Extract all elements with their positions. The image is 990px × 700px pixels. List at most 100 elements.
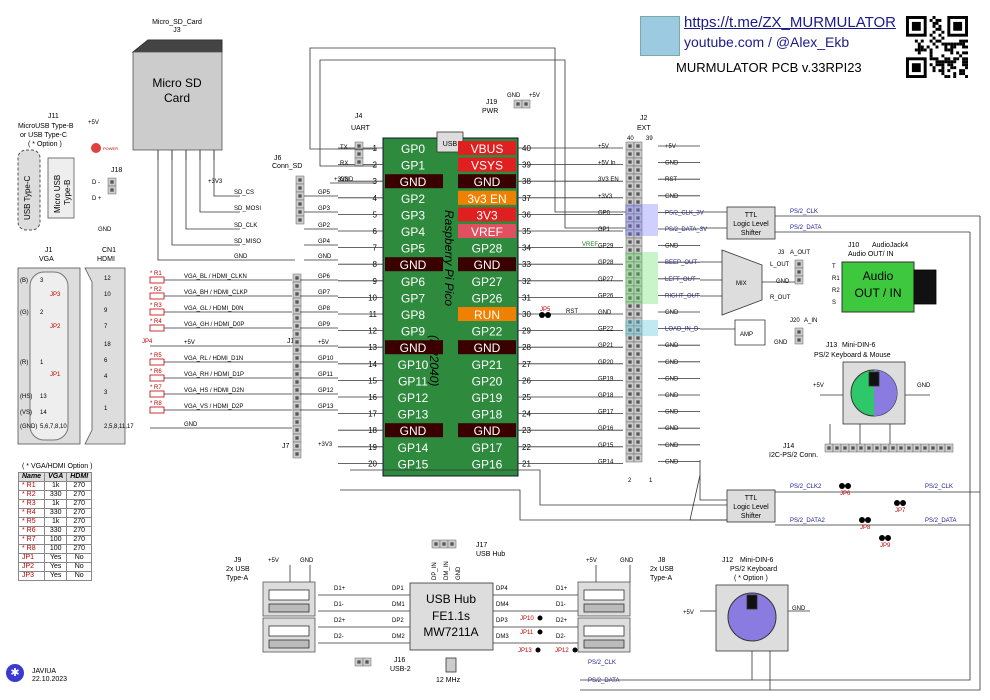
- j15-gp: GP6: [318, 274, 331, 280]
- conn-sd-line: SD_CLK: [234, 223, 257, 229]
- mini-din-icon: [874, 370, 897, 416]
- options-cell: 100: [44, 535, 68, 545]
- usb-a-port-icon: [583, 589, 625, 601]
- pico-pin-left: GP3: [401, 208, 425, 222]
- pico-pin-right: GP19: [472, 391, 503, 405]
- j14-header: [875, 446, 879, 450]
- hdmi-connector: [84, 267, 126, 445]
- sd-body-label: Micro SD: [152, 76, 202, 90]
- signal-label: GND: [184, 422, 198, 428]
- pico-gnd-pad: [385, 174, 443, 189]
- j14-header: [859, 446, 863, 450]
- j2-header: [628, 168, 632, 172]
- jp-pad: [879, 535, 885, 541]
- j2-col-label: 39: [646, 136, 653, 142]
- j11-line: MicroUSB Type-B: [18, 123, 74, 130]
- options-header: VGA: [44, 472, 68, 482]
- conn-sd-gp: GP3: [318, 206, 331, 212]
- j15-header: [295, 420, 299, 424]
- long-wire: [580, 232, 971, 681]
- j14-header: [827, 446, 831, 450]
- ps2-data2-label: PS/2_DATA2: [790, 518, 825, 524]
- jp-label: JP13: [518, 648, 532, 654]
- sd-name: Micro_SD_Card: [152, 19, 202, 26]
- j2-header: [636, 336, 640, 340]
- conn-sd-gp: GND: [318, 254, 332, 260]
- telegram-link[interactable]: https://t.me/ZX_MURMULATOR: [684, 14, 896, 31]
- j2-header: [628, 368, 632, 372]
- j14-header: [835, 446, 839, 450]
- j2-header: [636, 360, 640, 364]
- conn-sd-ref: J6: [274, 155, 282, 162]
- jp4-label: JP4: [142, 339, 153, 345]
- pico-pin-left: GP4: [401, 225, 425, 239]
- uart-header: [357, 160, 361, 164]
- j2-header: [636, 208, 640, 212]
- vga-name: VGA: [39, 256, 54, 263]
- pico-pin-number: 14: [368, 360, 377, 369]
- jp-pad: [535, 647, 541, 653]
- uart-pin-label: RX: [340, 161, 348, 167]
- j2-header: [628, 176, 632, 180]
- sd-card-top: [131, 39, 223, 53]
- pico-pin-number: 29: [522, 327, 531, 336]
- micro-usb-label: Micro USB: [53, 175, 62, 213]
- j15-gp: GP8: [318, 306, 331, 312]
- j8-gnd: GND: [620, 558, 634, 564]
- j2-header: [636, 376, 640, 380]
- audio-body: OUT / IN: [854, 286, 901, 300]
- hdmi-pin: 4: [104, 374, 108, 380]
- conn-sd-gp: GP4: [318, 239, 331, 245]
- pico-pin-number: 27: [522, 360, 531, 369]
- pico-pin-number: 6: [373, 227, 378, 236]
- audio-ref: J10: [848, 242, 859, 249]
- resistor: [149, 390, 165, 398]
- mix-label: MIX: [736, 281, 747, 287]
- j11-line: or USB Type-C: [20, 132, 67, 139]
- j2-right-label: +5V: [665, 144, 676, 150]
- wire: [699, 460, 727, 501]
- hub-header: [442, 542, 446, 546]
- pico-pin-number: 23: [522, 426, 531, 435]
- vga-shell: [29, 271, 69, 441]
- j2-header: [636, 440, 640, 444]
- j9-l2: Type-A: [226, 575, 249, 582]
- author-logo-icon: ✱: [6, 664, 24, 682]
- j2-header: [636, 368, 640, 372]
- long-wire: [319, 59, 626, 229]
- youtube-link[interactable]: youtube.com / @Alex_Ekb: [684, 34, 850, 50]
- j2-header: [628, 208, 632, 212]
- author-name: JAVIUA: [32, 668, 56, 675]
- options-cell: No: [66, 562, 93, 572]
- j2-header: [636, 400, 640, 404]
- ttl-label: TTL: [745, 495, 758, 502]
- ps2-clk-bottom: PS/2_CLK: [588, 660, 616, 666]
- j18-header: [110, 188, 114, 192]
- j8-ref: J8: [658, 557, 666, 564]
- usb-a-port-icon: [268, 639, 310, 649]
- signal-label: +5V: [184, 340, 195, 346]
- j2-header: [636, 264, 640, 268]
- j2-left-label: GP27: [598, 277, 614, 283]
- jp-pad: [865, 517, 871, 523]
- j15-header: [295, 428, 299, 432]
- j2-left-label: +5V: [598, 144, 609, 150]
- pico-pin-number: 20: [368, 459, 377, 468]
- vga-pin: 5,6,7,8,10: [40, 424, 67, 430]
- uart-ref: J4: [355, 113, 363, 120]
- j16-name: USB-2: [390, 666, 411, 673]
- ttl-label: Shifter: [741, 513, 762, 520]
- j2-header: [628, 336, 632, 340]
- j8-pin: D2-: [556, 634, 566, 640]
- j2-left-label: GP20: [598, 360, 614, 366]
- j16-header: [365, 660, 369, 664]
- vga-ref: J1: [45, 247, 53, 254]
- usb-a-port-icon: [268, 625, 310, 637]
- jp-label: JP10: [520, 616, 534, 622]
- j2-header: [628, 384, 632, 388]
- pico-pin-number: 34: [522, 244, 531, 253]
- j2-header: [636, 160, 640, 164]
- hub-left-pin: DM2: [392, 634, 405, 640]
- hub-name: USB Hub: [476, 551, 505, 558]
